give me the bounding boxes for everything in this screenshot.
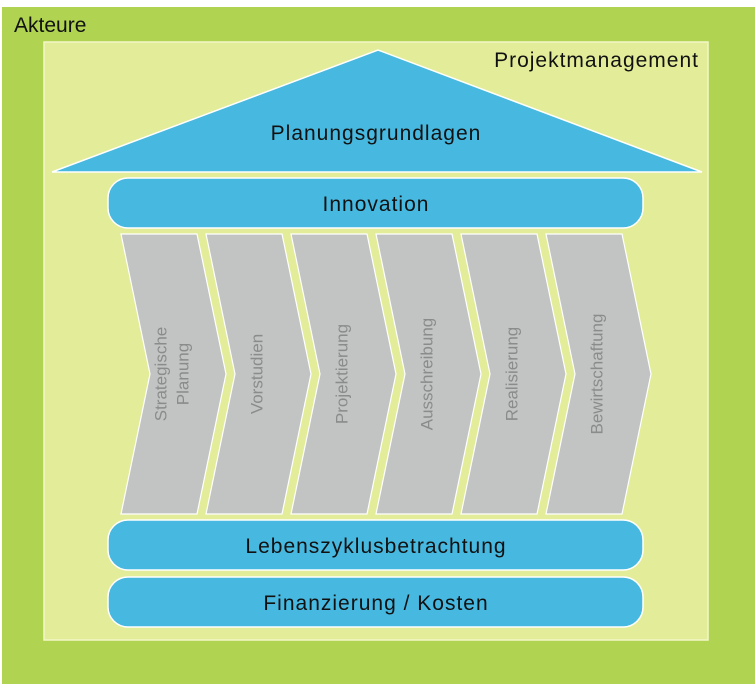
phase-label: Planung (174, 343, 193, 405)
phase-label: Realisierung (503, 327, 522, 422)
financing-label: Finanzierung / Kosten (263, 592, 488, 615)
phase-label: Ausschreibung (418, 318, 437, 430)
lifecycle-label: Lebenszyklusbetrachtung (245, 535, 506, 558)
phase-chevron (545, 233, 652, 515)
roof-label: Planungsgrundlagen (271, 122, 482, 145)
project-management-label: Projektmanagement (494, 49, 699, 72)
phase-chevron (290, 233, 397, 515)
roof-planning-basics (51, 49, 703, 173)
innovation-bar (107, 177, 644, 229)
phase-chevron (205, 233, 312, 515)
innovation-label: Innovation (323, 193, 430, 216)
lifecycle-bar (107, 519, 644, 571)
phase-label: Bewirtschaftung (588, 314, 607, 435)
phase-label: Vorstudien (248, 334, 267, 414)
phase-chevron (375, 233, 482, 515)
phase-chevron (460, 233, 567, 515)
phase-label: Strategische (152, 327, 171, 422)
phase-chevron (120, 233, 227, 515)
financing-bar (107, 576, 644, 628)
actors-label: Akteure (14, 14, 86, 37)
phase-label: Projektierung (333, 324, 352, 424)
